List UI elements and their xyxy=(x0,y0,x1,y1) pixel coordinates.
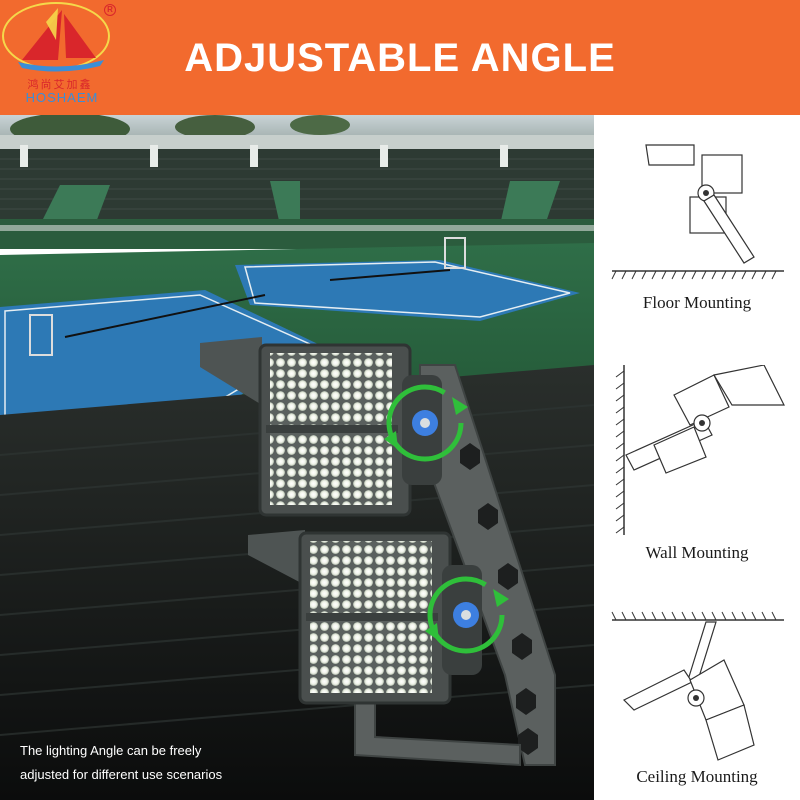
header-banner: R 鸿尚艾加鑫 HOSHAEM ADJUSTABLE ANGLE xyxy=(0,0,800,115)
product-photo xyxy=(0,115,594,800)
page-title: ADJUSTABLE ANGLE xyxy=(184,36,616,80)
floor-mounting-label: Floor Mounting xyxy=(642,293,752,312)
wall-mount-diagram-icon xyxy=(615,365,785,535)
wall-mounting-label: Wall Mounting xyxy=(645,543,749,562)
floodlight-fixture xyxy=(200,337,556,767)
sail-logo-icon xyxy=(18,8,104,72)
logo-brand-text: HOSHAEM xyxy=(25,90,99,105)
ceiling-mount-diagram-icon xyxy=(611,611,784,761)
ceiling-mounting-label: Ceiling Mounting xyxy=(636,767,758,786)
rotation-arrow-icon xyxy=(384,384,468,462)
caption-line-1: The lighting Angle can be freely xyxy=(20,743,202,758)
caption-line-2: adjusted for different use scenarios xyxy=(20,767,223,782)
rotation-arrow-icon xyxy=(425,576,509,654)
registered-mark: R xyxy=(104,4,116,16)
floor-mount-diagram-icon xyxy=(611,144,784,280)
logo-chinese-text: 鸿尚艾加鑫 xyxy=(27,78,93,91)
brand-logo: R 鸿尚艾加鑫 HOSHAEM xyxy=(0,0,125,115)
mounting-panel xyxy=(594,115,800,800)
